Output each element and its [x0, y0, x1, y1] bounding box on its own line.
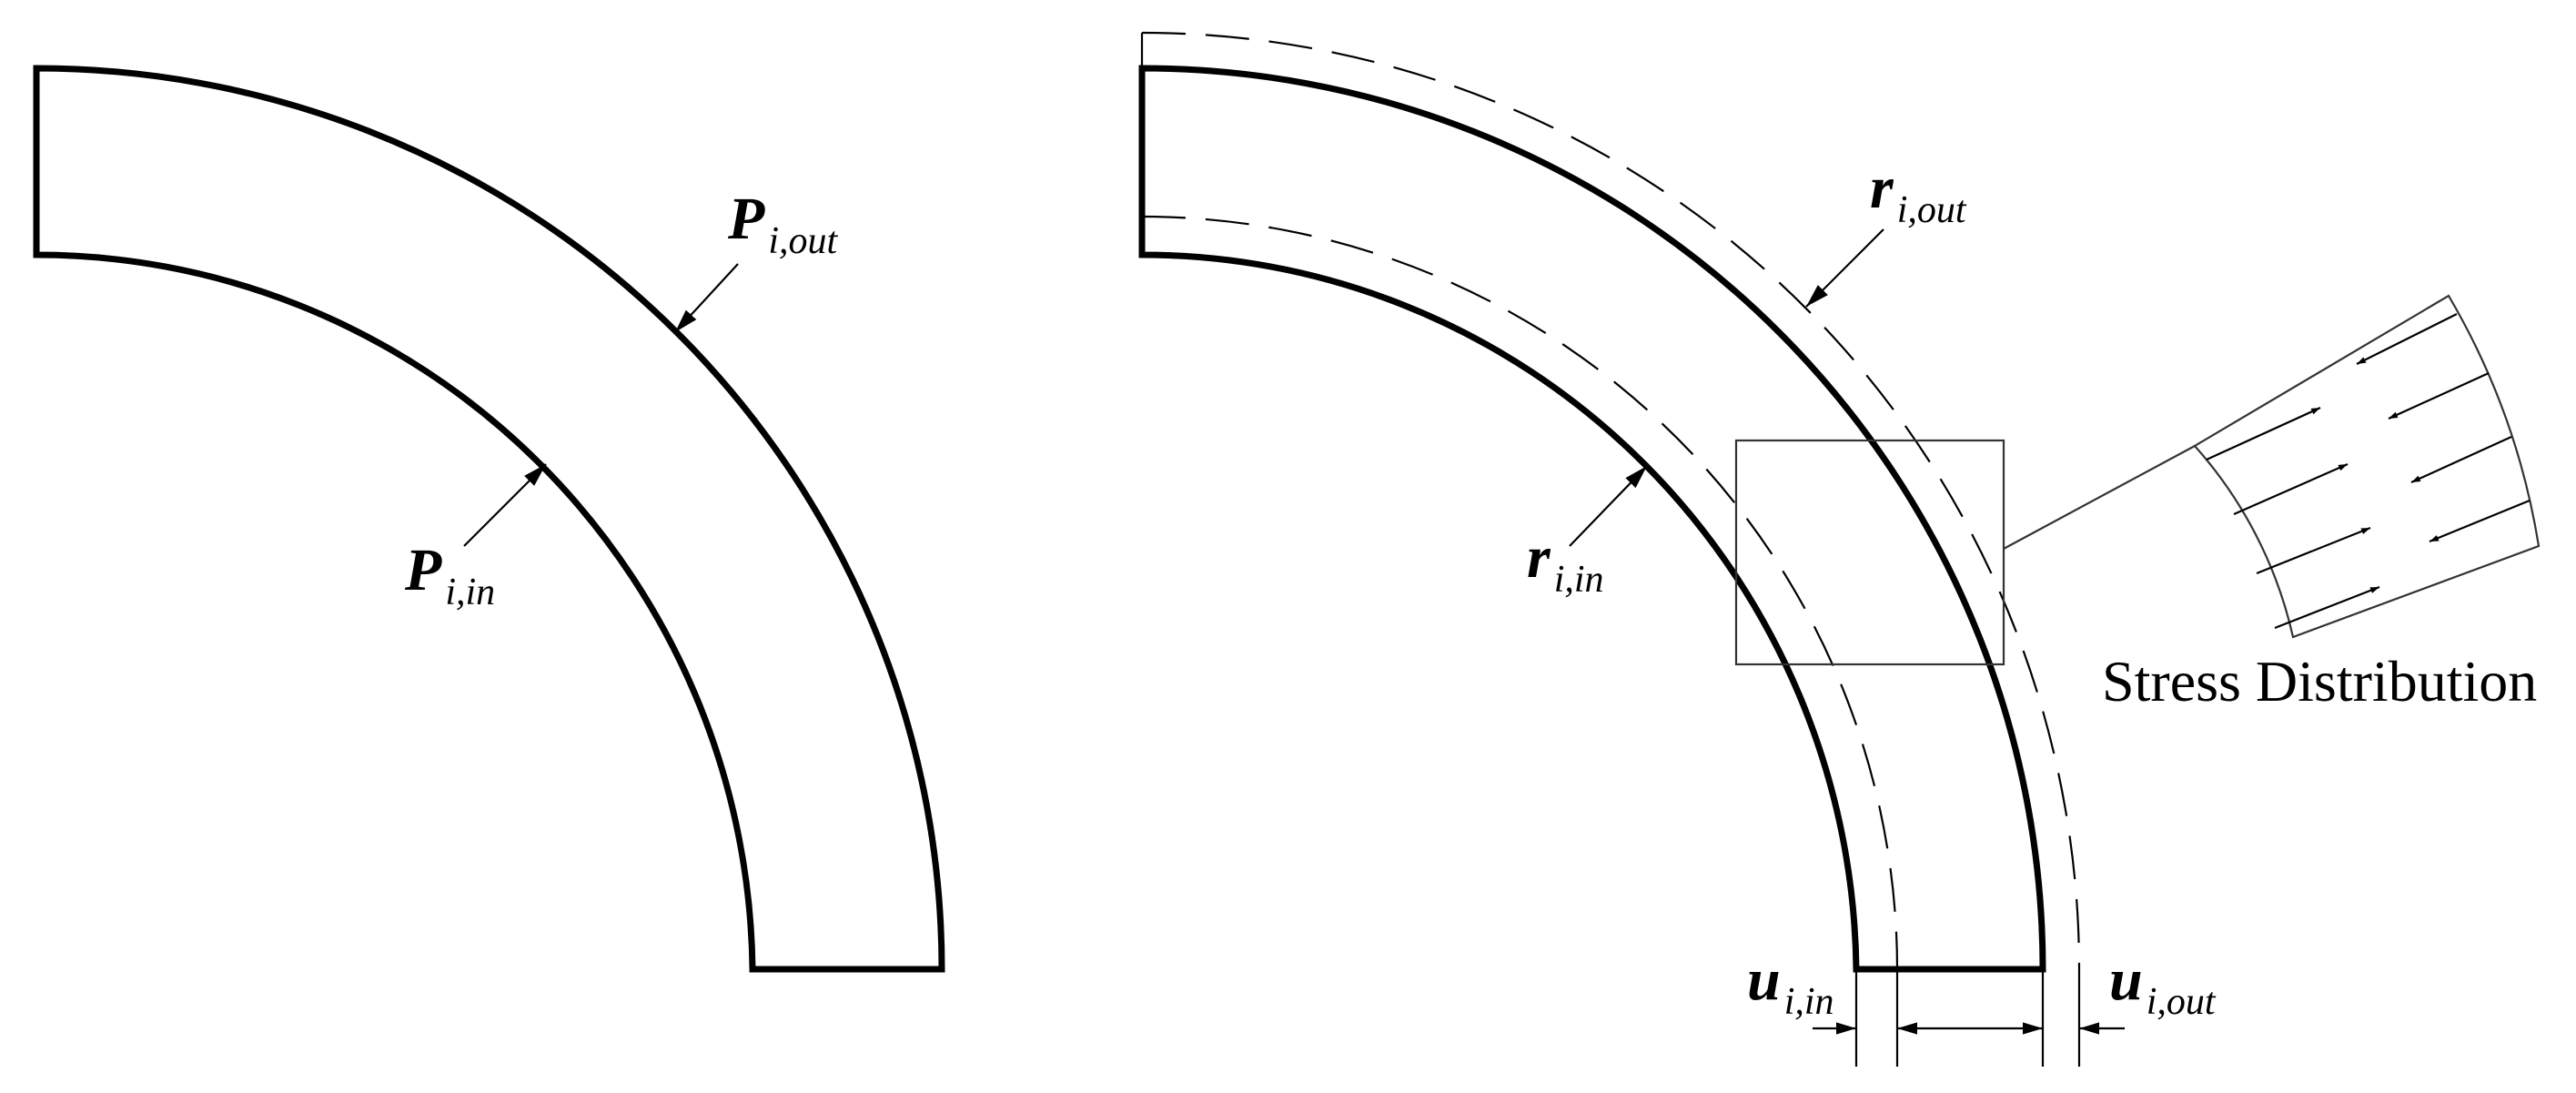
stress-element-outline	[2193, 294, 2541, 639]
stress-arrow-out-2	[2388, 371, 2490, 420]
stress-distribution-caption: Stress Distribution	[2102, 649, 2537, 713]
p-out-label: Pi,out	[727, 186, 838, 262]
p-out-leader	[674, 263, 739, 333]
stress-arrow-out-1	[2356, 313, 2458, 365]
stress-arrow-in-4	[2274, 585, 2380, 630]
p-in-leader	[463, 463, 547, 547]
deformed-outer-arc	[1141, 31, 2081, 970]
right-ring-outline	[1138, 65, 2046, 973]
stress-arrow-in-1	[2206, 406, 2321, 461]
stress-arrow-out-3	[2410, 435, 2512, 484]
deformed-inner-arc	[1141, 215, 1899, 970]
p-in-label: Pi,in	[404, 537, 495, 613]
detail-box	[1734, 439, 2005, 666]
detail-connector	[2003, 445, 2196, 550]
r-out-leader	[1805, 228, 1884, 308]
u-out-label: ui,out	[2109, 946, 2217, 1023]
left-segment	[33, 65, 945, 973]
stress-arrow-in-2	[2233, 462, 2349, 516]
r-in-label: ri,in	[1527, 524, 1604, 601]
r-in-leader	[1569, 465, 1648, 547]
stress-arrow-out-4	[2429, 499, 2531, 543]
stress-arrow-in-3	[2256, 526, 2371, 575]
left-ring-outline	[33, 65, 945, 973]
r-out-label: ri,out	[1870, 155, 1967, 231]
right-segment	[1138, 31, 2125, 1067]
u-in-label: ui,in	[1747, 946, 1834, 1023]
stress-distribution-element	[2193, 294, 2541, 639]
